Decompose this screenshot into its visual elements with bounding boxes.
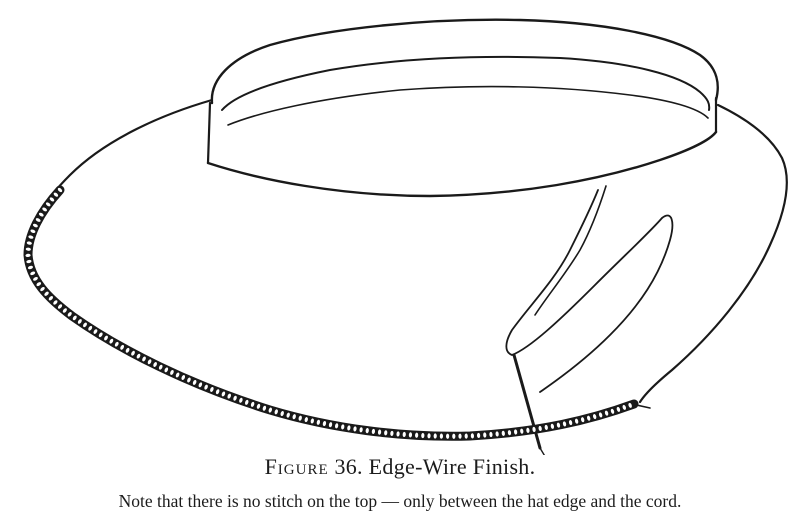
figure-note: Note that there is no stitch on the top … [0,488,800,514]
crown-top-inner [222,57,709,110]
crown-band-left-side [208,103,210,163]
hat-brim-right-edge [640,105,787,402]
hat-diagram [0,0,800,455]
cord-bead [452,434,455,439]
figure-title: Figure 36. Edge-Wire Finish. [0,452,800,482]
hat-brim-outline [28,100,630,436]
caption: Figure 36. Edge-Wire Finish. Note that t… [0,452,800,514]
figure-label-word: Figure [265,454,329,479]
edge-wire-cord [25,187,634,439]
crown-top-outer [212,20,718,103]
thread-loop [506,190,672,392]
figure-number: 36. [334,454,362,479]
figure-title-text: Edge-Wire Finish. [369,454,536,479]
crown-band-inner-line [228,87,708,125]
cord-body [28,190,634,436]
crown-band-bottom-edge [208,132,716,196]
